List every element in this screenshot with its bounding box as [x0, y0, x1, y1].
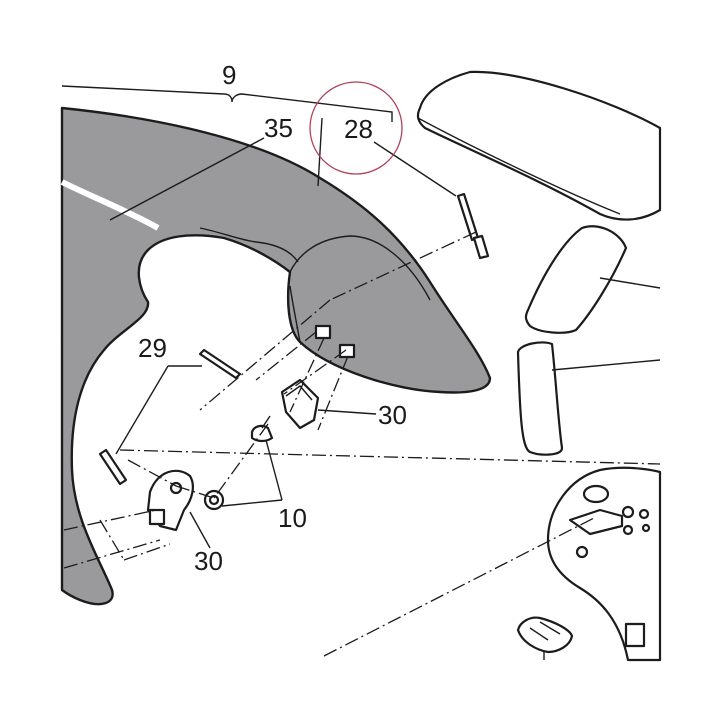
- seat-pad-large: [416, 70, 662, 221]
- grommet-10: [203, 489, 225, 511]
- seat-pad-small: [516, 341, 661, 456]
- pin-29-lower: [98, 448, 128, 486]
- callout-28: 28: [344, 114, 373, 144]
- fairing-panel: [60, 106, 492, 606]
- callout-35: 35: [264, 113, 293, 143]
- rivet-28: [456, 192, 490, 260]
- group-bracket-9: [61, 85, 393, 122]
- highlight-circle: [309, 81, 403, 175]
- clip-lower: [338, 343, 356, 359]
- callout-leaders: [61, 85, 457, 549]
- callout-30-upper: 30: [378, 400, 407, 430]
- bracket-30-upper: [280, 378, 320, 430]
- callout-30-lower: 30: [194, 546, 223, 576]
- callout-9: 9: [222, 60, 236, 90]
- assembly-lines: [63, 231, 661, 657]
- mount-nut: [516, 616, 574, 660]
- fairing-stripe: [60, 179, 160, 231]
- pin-29-upper: [198, 348, 242, 380]
- callout-29: 29: [138, 333, 167, 363]
- seat-pad-medium: [524, 225, 661, 334]
- screw-10: [250, 415, 274, 443]
- clip-upper: [314, 324, 332, 340]
- bracket-30-lower: [146, 469, 194, 532]
- callout-10: 10: [278, 503, 307, 533]
- frame-bracket: [546, 466, 662, 662]
